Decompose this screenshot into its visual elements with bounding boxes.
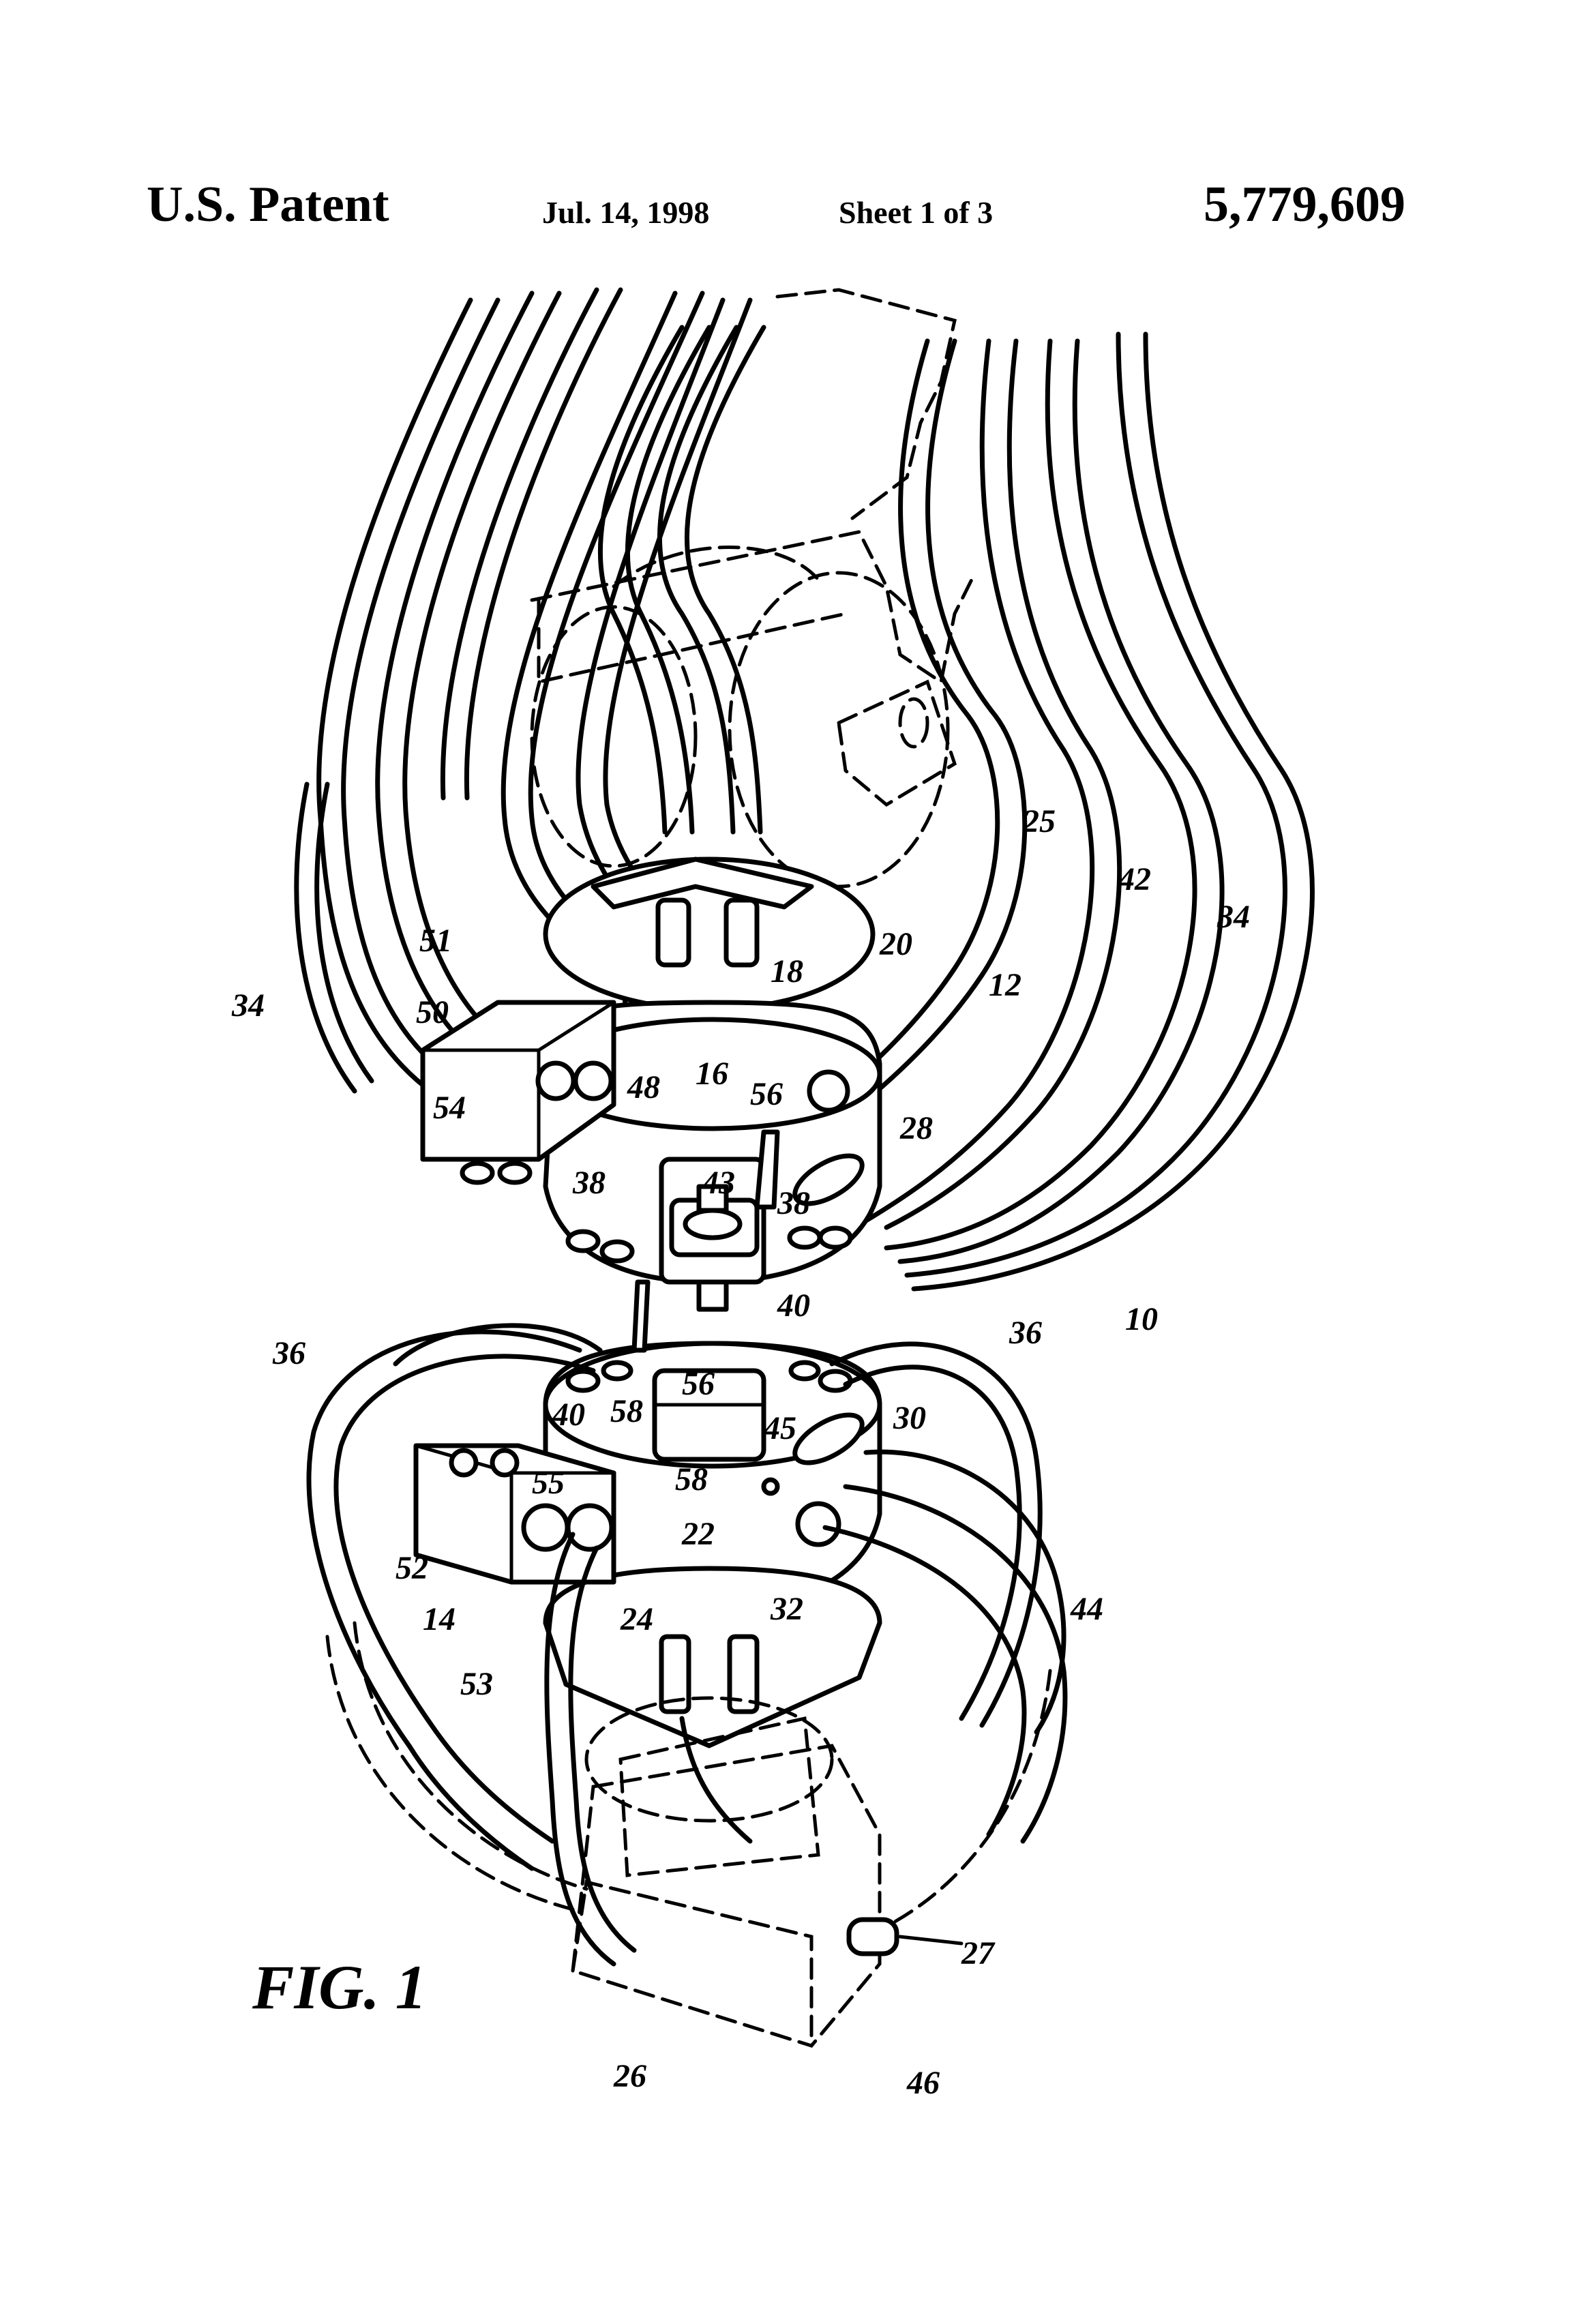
ref-14: 14 (423, 1601, 456, 1637)
patent-label: U.S. Patent (147, 177, 389, 233)
ref-27: 27 (961, 1935, 996, 1971)
ref-44: 44 (1070, 1591, 1103, 1627)
ref-46: 46 (906, 2065, 940, 2101)
ref-45: 45 (763, 1410, 796, 1446)
ref-36-left: 36 (272, 1335, 305, 1371)
ref-43: 43 (702, 1165, 735, 1201)
hoses-center-18 (597, 325, 766, 835)
sheet-number: Sheet 1 of 3 (839, 195, 994, 230)
ref-38-right: 38 (777, 1185, 810, 1221)
ref-30: 30 (893, 1400, 926, 1436)
ref-28: 28 (899, 1110, 933, 1146)
ref-12: 12 (989, 967, 1021, 1003)
ref-36-right: 36 (1009, 1315, 1042, 1351)
ref-25: 25 (1022, 803, 1056, 839)
ref-22: 22 (681, 1516, 715, 1552)
ref-53: 53 (460, 1666, 493, 1702)
ref-54: 54 (433, 1090, 466, 1126)
figure-caption: FIG. 1 (252, 1952, 427, 2022)
ref-56-lower: 56 (682, 1366, 715, 1402)
ref-26: 26 (613, 2058, 646, 2094)
hoses-lower (306, 1323, 1068, 1967)
lower-connector-14 (413, 1279, 882, 1748)
ref-38-left: 38 (572, 1165, 606, 1201)
ref-24: 24 (620, 1601, 653, 1637)
ref-56-upper: 56 (750, 1076, 783, 1112)
ref-48: 48 (627, 1069, 660, 1105)
dashed-box-26 (325, 1621, 1052, 2048)
hoses-right (829, 331, 1315, 1292)
upper-connector-12 (420, 856, 882, 1312)
ref-42: 42 (1118, 861, 1151, 897)
ref-10: 10 (1125, 1301, 1158, 1337)
patent-number: 5,779,609 (1204, 177, 1405, 233)
ref-50: 50 (416, 994, 449, 1030)
ref-34-right: 34 (1217, 899, 1250, 935)
ref-20: 20 (879, 926, 912, 962)
issue-date: Jul. 14, 1998 (542, 195, 710, 230)
ref-32: 32 (770, 1591, 803, 1627)
ref-58-left: 58 (610, 1393, 643, 1429)
ref-18: 18 (771, 953, 803, 989)
ref-34-left: 34 (231, 987, 265, 1024)
ref-40-left: 40 (552, 1397, 585, 1433)
ref-40-right: 40 (777, 1287, 810, 1324)
ref-16: 16 (696, 1056, 728, 1092)
ref-51: 51 (419, 923, 452, 959)
ref-58-lower: 58 (675, 1461, 708, 1498)
reference-numerals: 10 12 14 16 18 20 22 24 25 26 27 28 30 3… (231, 803, 1250, 2101)
ref-55: 55 (532, 1465, 565, 1501)
ref-52: 52 (395, 1550, 428, 1586)
